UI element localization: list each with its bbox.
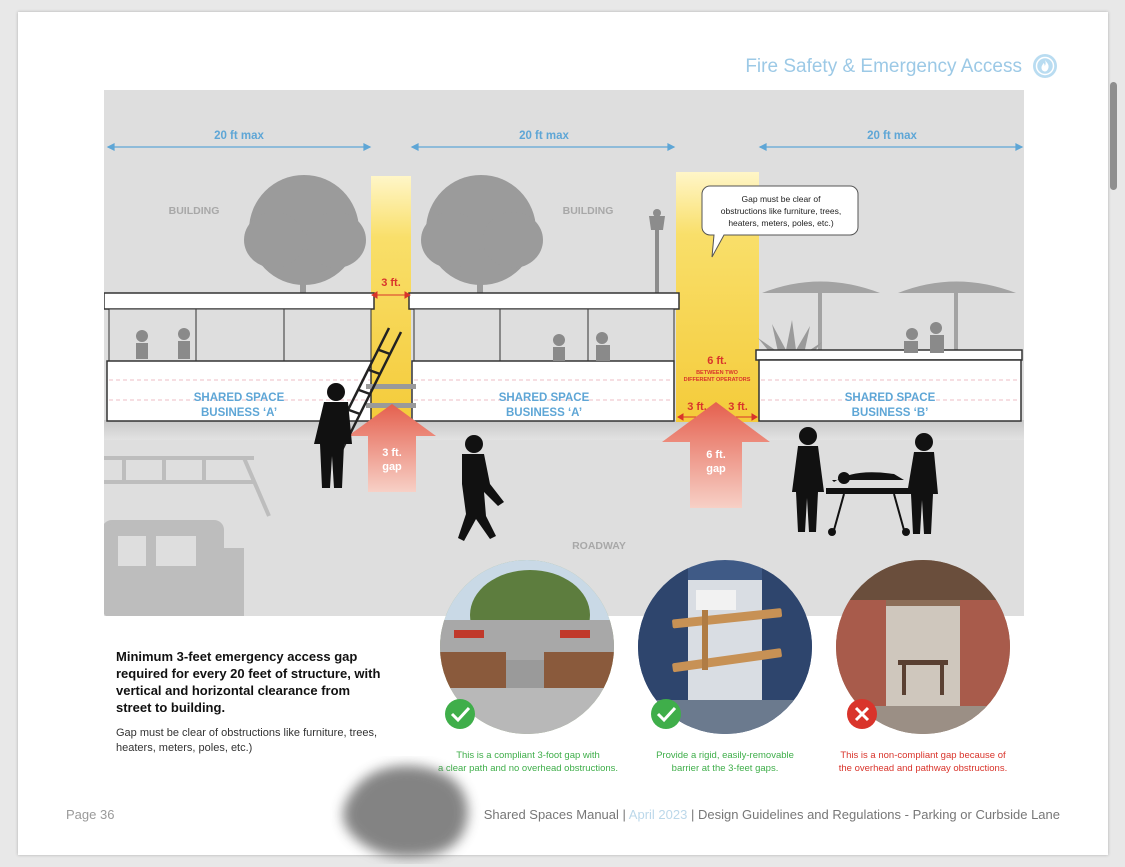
shared-space-label: BUSINESS ‘A’ <box>201 407 277 419</box>
barrier-bar <box>366 384 416 389</box>
dimension-label: 20 ft max <box>519 130 569 142</box>
roadway-label: ROADWAY <box>572 540 626 552</box>
gap-arrow-3ft <box>348 404 436 492</box>
photo-removable-barrier <box>638 560 812 734</box>
parklet-structure <box>408 292 680 422</box>
shared-space-label: SHARED SPACE <box>499 392 590 404</box>
footer-manual: Shared Spaces Manual <box>483 807 619 822</box>
diners-illustration <box>136 322 944 361</box>
callout-text: heaters, meters, poles, etc.) <box>728 218 834 228</box>
dimension-label: 20 ft max <box>867 130 917 142</box>
gap-width-label: 6 ft. <box>707 355 727 367</box>
callout-bubble <box>701 185 859 258</box>
gap-note: BETWEEN TWO <box>696 370 739 376</box>
gap-note: DIFFERENT OPERATORS <box>684 377 751 383</box>
photo-noncompliant-gap <box>836 560 1010 734</box>
gap-arrow-label: gap <box>706 463 726 475</box>
gap-arrow-label: 6 ft. <box>706 449 726 461</box>
parklet-structure <box>755 349 1023 422</box>
main-caption: Minimum 3-feet emergency access gap requ… <box>116 649 381 715</box>
building-label: BUILDING <box>563 205 614 217</box>
paramedics-illustration <box>792 427 938 536</box>
firefighter-illustration <box>314 383 352 488</box>
footer-separator: | <box>687 807 698 822</box>
gap-half-label: 3 ft. <box>728 401 748 413</box>
page-number: Page 36 <box>66 807 115 822</box>
gap-arrow-label: gap <box>382 461 402 473</box>
footer-title: Shared Spaces Manual | April 2023 | Desi… <box>484 807 1060 822</box>
umbrella-illustration <box>762 281 1016 363</box>
footer-section: Design Guidelines and Regulations - Park… <box>697 807 1060 822</box>
gap-half-label: 3 ft. <box>687 401 707 413</box>
check-icon <box>651 699 681 729</box>
curb-shadow <box>104 420 1024 440</box>
shared-space-label: SHARED SPACE <box>194 392 285 404</box>
finger-smudge <box>343 765 468 858</box>
callout-text: Gap must be clear of <box>742 194 822 204</box>
gap-width-arrow <box>371 291 411 299</box>
gap-width-label: 3 ft. <box>381 277 401 289</box>
fire-safety-icon <box>1033 54 1057 78</box>
callout-text: obstructions like furniture, trees, <box>721 206 841 216</box>
footer-date: April 2023 <box>628 807 688 822</box>
gap-arrow-label: 3 ft. <box>382 447 402 459</box>
check-icon <box>445 699 475 729</box>
photo-compliant-gap <box>440 560 614 734</box>
fire-truck-illustration <box>104 456 271 616</box>
emergency-access-diagram: 20 ft max 20 ft max 20 ft max BUILDING B… <box>104 90 1024 616</box>
manual-page: Fire Safety & Emergency Access <box>18 12 1108 855</box>
footer-separator: | <box>618 807 629 822</box>
sub-caption: Gap must be clear of obstructions like f… <box>116 727 378 754</box>
parklet-structure <box>104 292 375 422</box>
gap-arrow-6ft <box>662 402 770 508</box>
structure-dashes <box>109 379 1020 401</box>
building-label: BUILDING <box>169 205 220 217</box>
shared-space-label: BUSINESS ‘A’ <box>506 407 582 419</box>
section-title: Fire Safety & Emergency Access <box>745 56 1022 77</box>
dimension-arrows <box>106 143 1024 151</box>
firefighter-illustration <box>458 435 504 541</box>
scrollbar-thumb[interactable] <box>1110 82 1117 190</box>
shared-space-label: BUSINESS ‘B’ <box>852 407 929 419</box>
dimension-label: 20 ft max <box>214 130 264 142</box>
shared-space-label: SHARED SPACE <box>845 392 936 404</box>
